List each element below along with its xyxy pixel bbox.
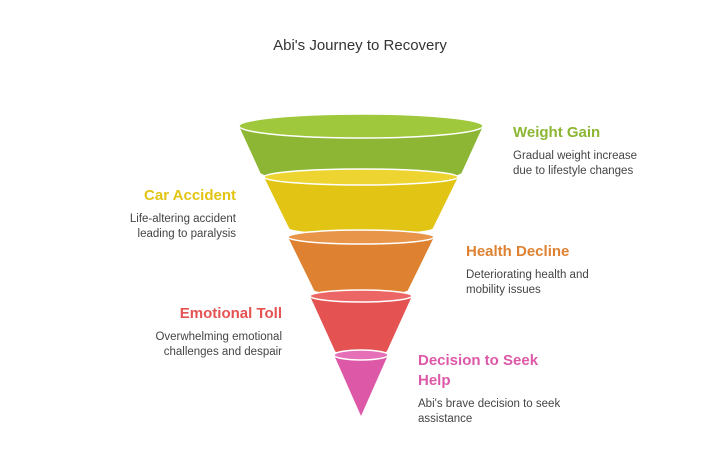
diagram-title: Abi's Journey to Recovery (273, 37, 447, 54)
funnel-top-health-decline (287, 229, 435, 245)
funnel-segment-decision (334, 355, 388, 416)
stage-emotional-toll: Emotional Toll Overwhelming emotional ch… (60, 304, 282, 360)
stage-description: Life-altering accident leading to paraly… (129, 213, 236, 240)
stage-weight-gain: Weight Gain Gradual weight increase due … (513, 123, 673, 179)
stage-decision-to-seek-help: Decision to Seek Help Abi's brave decisi… (418, 351, 578, 427)
stage-heading: Car Accident (144, 187, 236, 204)
stage-description: Deteriorating health and mobility issues (466, 269, 589, 296)
stage-heading: Weight Gain (513, 124, 601, 141)
stage-heading: Emotional Toll (179, 305, 282, 322)
stage-description: Gradual weight increase due to lifestyle… (513, 150, 638, 177)
funnel-segment-car-accident (264, 177, 458, 234)
funnel-segment-weight-gain (239, 126, 483, 182)
funnel-top-car-accident (263, 168, 459, 186)
stage-heading: Decision to Seek Help (418, 352, 539, 389)
funnel-segment-health-decline (288, 237, 434, 295)
funnel-top-emotional-toll (309, 289, 413, 303)
stage-health-decline: Health Decline Deteriorating health and … (466, 242, 626, 298)
funnel-top-weight-gain (238, 113, 484, 139)
stage-heading: Health Decline (466, 243, 570, 260)
stage-car-accident: Car Accident Life-altering accident lead… (60, 186, 236, 242)
funnel-top-decision (333, 349, 389, 361)
stage-description: Abi's brave decision to seek assistance (418, 398, 561, 425)
funnel-segment-emotional-toll (310, 296, 412, 355)
stage-description: Overwhelming emotional challenges and de… (155, 331, 282, 358)
